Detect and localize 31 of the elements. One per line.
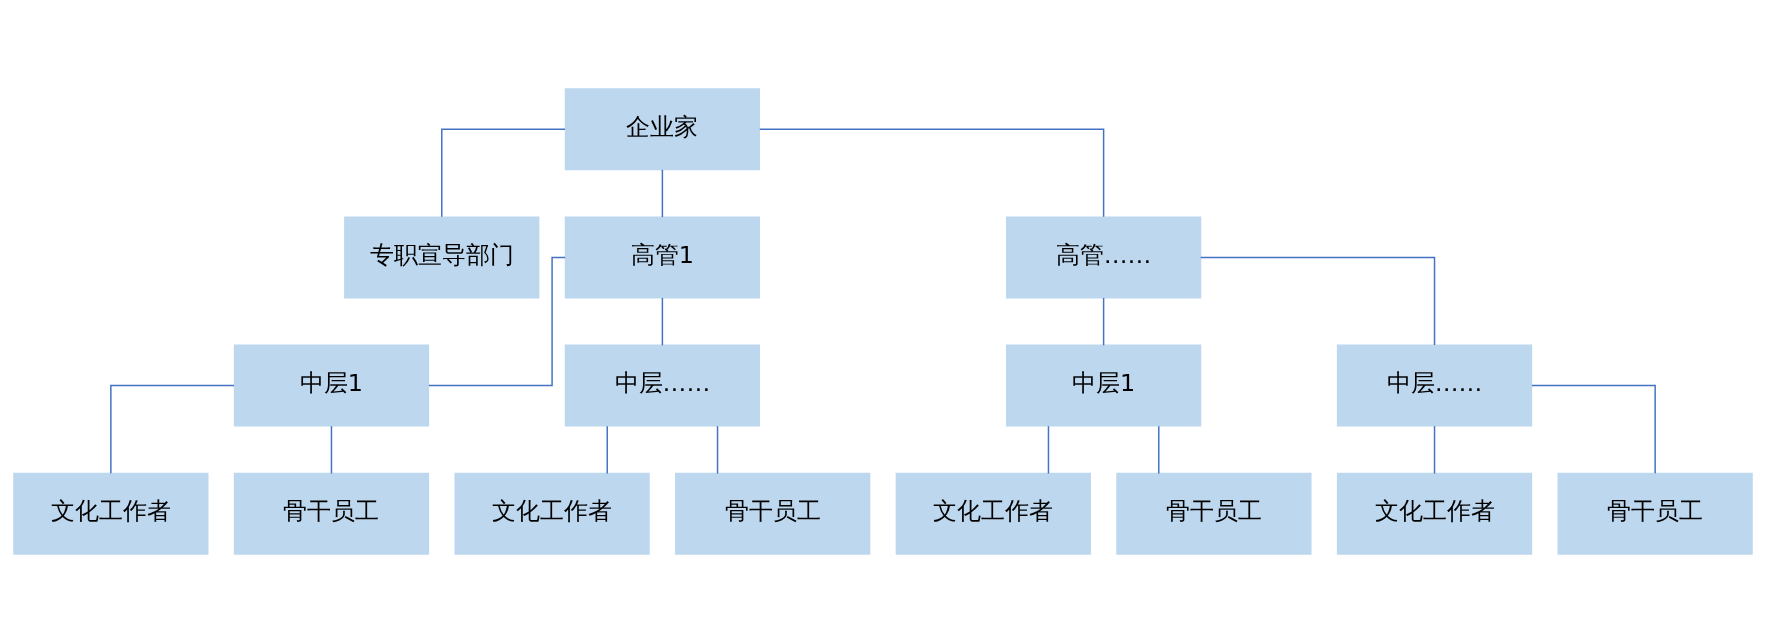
connector [330, 424, 333, 474]
connector [110, 384, 235, 474]
node-box: 中层…… [564, 344, 761, 427]
node-box: 高管1 [564, 215, 761, 298]
node-box: 文化工作者 [454, 472, 650, 555]
connector [1199, 256, 1436, 346]
node-box: 文化工作者 [13, 472, 209, 555]
node-box: 专职宣导部门 [344, 215, 540, 298]
node-box: 中层1 [1005, 344, 1202, 427]
connector [428, 256, 566, 386]
connector [606, 424, 608, 474]
node-box: 文化工作者 [1336, 472, 1533, 555]
connector [1158, 424, 1160, 474]
node-box: 企业家 [564, 87, 761, 170]
connector [441, 127, 566, 218]
node-box: 骨干员工 [1557, 472, 1753, 555]
connector [759, 127, 1105, 218]
connector [1531, 384, 1656, 474]
connector [716, 424, 719, 474]
node-box: 骨干员工 [1116, 472, 1312, 555]
node-box: 中层1 [233, 344, 430, 427]
node-box: 骨干员工 [675, 472, 871, 555]
node-box: 骨干员工 [233, 472, 430, 555]
connector [1433, 424, 1436, 474]
connector [1047, 424, 1050, 474]
node-box: 中层…… [1336, 344, 1533, 427]
connector [661, 168, 664, 218]
node-box: 高管…… [1005, 215, 1202, 298]
connector [1102, 296, 1105, 346]
node-box: 文化工作者 [895, 472, 1091, 555]
connector [661, 296, 664, 346]
